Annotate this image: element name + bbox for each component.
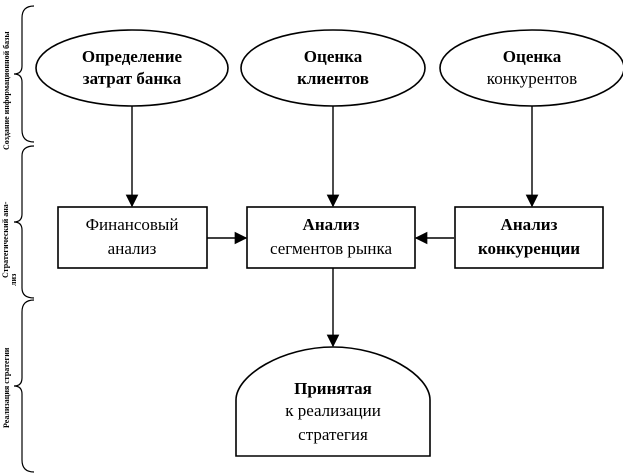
node-costs-line1: Определение [82,47,183,66]
node-segments-line2: сегментов рынка [270,239,392,258]
node-competitors: Оценка конкурентов [439,29,623,107]
node-clients-line1: Оценка [304,47,363,66]
node-competition-line1: Анализ [501,215,558,234]
node-clients: Оценка клиентов [240,29,426,107]
node-strategy-line1: Принятая [294,379,372,398]
side-label-stage1: Создание информационной базы [2,31,11,150]
node-strategy-line2: к реализации [285,401,381,420]
node-financial-line2: анализ [108,239,157,258]
side-label-stage2-line2: лиз [9,273,18,286]
node-segments: Анализ сегментов рынка [246,206,416,269]
brace-stage1 [13,5,35,143]
brace-stage2 [13,145,35,299]
node-competition: Анализ конкуренции [454,206,604,269]
node-financial-line1: Финансовый [86,215,179,234]
side-label-stage2-line1: Стратегический ана- [1,201,10,278]
node-competitors-line2: конкурентов [487,69,577,88]
brace-stage3 [13,299,35,473]
node-strategy: Принятая к реализации стратегия [235,346,431,457]
node-costs: Определение затрат банка [35,29,229,107]
node-financial: Финансовый анализ [57,206,208,269]
node-clients-line2: клиентов [297,69,369,88]
node-competitors-line1: Оценка [503,47,562,66]
node-strategy-line3: стратегия [298,425,368,444]
node-costs-line2: затрат банка [83,69,182,88]
node-segments-line1: Анализ [303,215,360,234]
side-label-stage3: Реализация стратегии [2,347,11,428]
node-competition-line2: конкуренции [478,239,580,258]
